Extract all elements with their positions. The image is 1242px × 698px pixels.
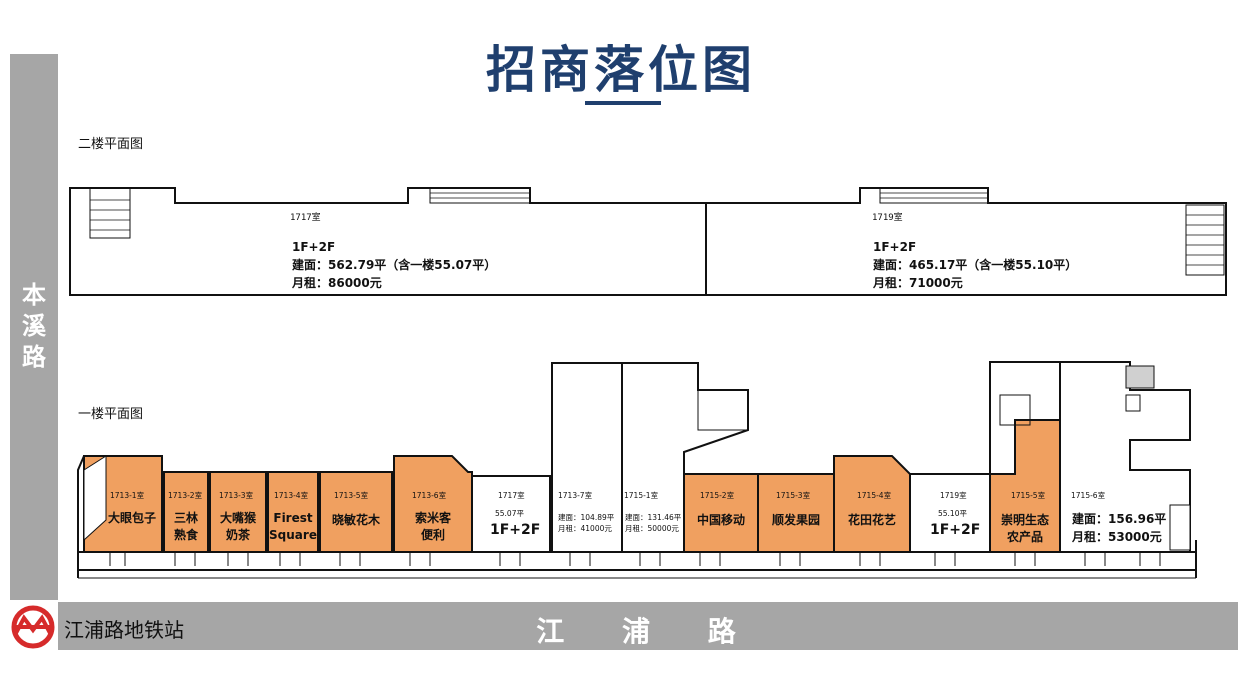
shop-name: 花田花艺 <box>847 513 896 527</box>
shop-room-label: 1715-6室 <box>1071 491 1106 500</box>
shop-1713-5 <box>319 471 393 553</box>
bottom-road-label: 江 浦 路 <box>536 615 760 648</box>
shop-rent: 月租：53000元 <box>1072 530 1162 544</box>
shop-room-label: 1715-1室 <box>624 491 659 500</box>
left-road-char: 路 <box>22 343 46 372</box>
shop-rent: 月租：41000元 <box>558 524 612 533</box>
shop-room-label: 1715-5室 <box>1011 491 1046 500</box>
shop-name: 三林 熟食 <box>173 511 198 542</box>
lower-floor-label: 一楼平面图 <box>78 407 144 422</box>
shop-name: 索米客 便利 <box>414 511 451 542</box>
shop-name: 崇明生态 农产品 <box>1000 513 1049 544</box>
shop-name: 大眼包子 <box>107 511 156 525</box>
upper-floor-label: 二楼平面图 <box>78 137 144 152</box>
shop-room-label: 1713-2室 <box>168 491 203 500</box>
shop-room-label: 1713-4室 <box>274 491 309 500</box>
left-road-char: 溪 <box>22 312 46 341</box>
page-title: 招商落位图 <box>486 41 756 99</box>
shop-area: 建面：104.89平 <box>558 513 615 522</box>
shop-name: Firest Square <box>269 511 317 542</box>
shop-room-label: 1715-3室 <box>776 491 811 500</box>
left-road-text: 本溪路 <box>10 280 58 374</box>
unit-1717-floors: 1F+2F <box>292 240 336 254</box>
shop-name: 中国移动 <box>696 513 745 527</box>
shop-room-label: 1715-2室 <box>700 491 735 500</box>
unit-1719-floors: 1F+2F <box>873 240 917 254</box>
shop-floors: 1F+2F <box>930 522 981 538</box>
left-road <box>10 54 58 600</box>
shop-room-label: 1719室 <box>940 491 967 500</box>
shop-room-label: 1715-4室 <box>857 491 892 500</box>
unit-1717-rent: 月租：86000元 <box>292 276 382 290</box>
unit-1719-room: 1719室 <box>872 213 903 223</box>
shop-1713-4 <box>267 471 319 553</box>
shop-area: 建面：131.46平 <box>625 513 682 522</box>
shop-1715-4 <box>833 455 911 553</box>
shop-room-label: 1717室 <box>498 491 525 500</box>
upper-floor-plan <box>69 187 1227 296</box>
metro-station-label: 江浦路地铁站 <box>64 618 184 642</box>
unit-1717-area: 建面：562.79平（含一楼55.07平） <box>292 258 497 272</box>
shop-1713-2 <box>163 471 209 553</box>
unit-1717-room: 1717室 <box>290 213 321 223</box>
shop-1713-3 <box>209 471 267 553</box>
shop-name: 顺发果园 <box>771 513 820 527</box>
shop-room-label: 1713-3室 <box>219 491 254 500</box>
unit-1717-info: 1F+2F 建面：562.79平（含一楼55.07平） 月租：86000元 <box>292 238 496 292</box>
shop-rent: 月租：50000元 <box>625 524 679 533</box>
shop-room-label: 1713-5室 <box>334 491 369 500</box>
shop-room-label: 1713-6室 <box>412 491 447 500</box>
title-underline <box>585 101 661 105</box>
lower-floor-plan <box>77 361 1197 579</box>
unit-1719-info: 1F+2F 建面：465.17平（含一楼55.10平） 月租：71000元 <box>873 238 1077 292</box>
shop-area: 55.07平 <box>495 509 524 518</box>
shop-area: 建面：156.96平 <box>1072 512 1167 526</box>
left-road-label: 本溪路 <box>10 280 58 374</box>
left-road-char: 本 <box>22 281 46 309</box>
shop-room-label: 1713-1室 <box>110 491 145 500</box>
bottom-road <box>58 602 1238 650</box>
unit-1719-rent: 月租：71000元 <box>873 276 963 290</box>
shop-room-label: 1713-7室 <box>558 491 593 500</box>
shop-name: 晓敏花木 <box>331 513 380 527</box>
shop-name: 大嘴猴 奶茶 <box>219 511 256 542</box>
unit-1719-area: 建面：465.17平（含一楼55.10平） <box>873 258 1078 272</box>
shop-floors: 1F+2F <box>490 522 541 538</box>
shop-area: 55.10平 <box>938 509 967 518</box>
shop-1713-7 <box>551 362 623 553</box>
